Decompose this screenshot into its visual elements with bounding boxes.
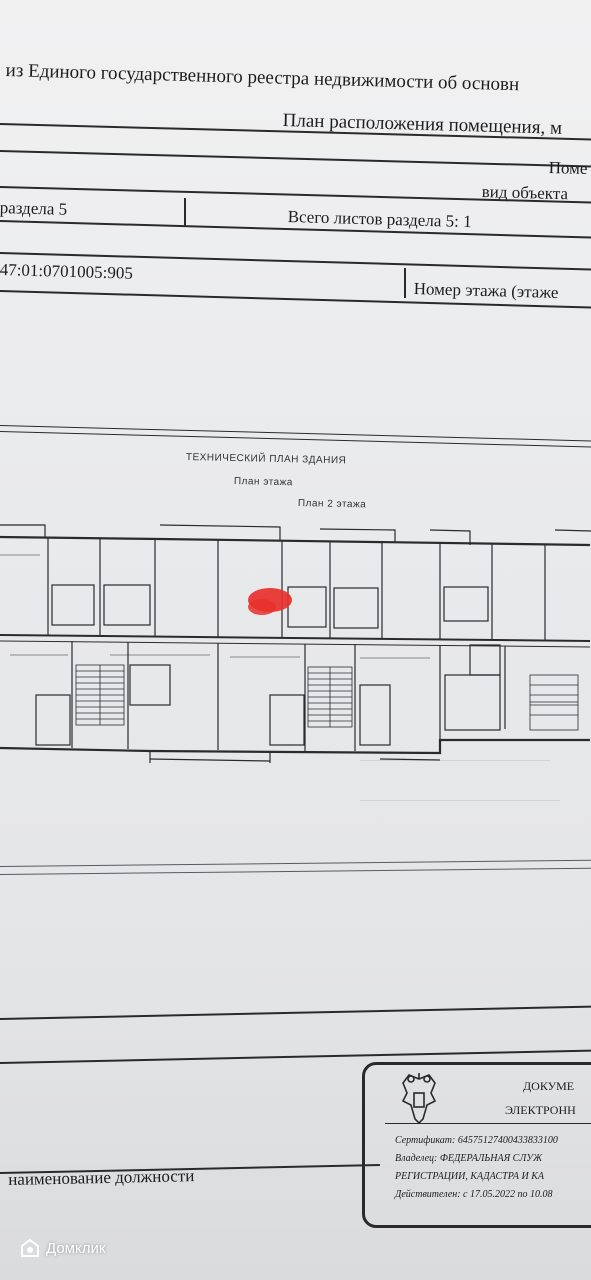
table-line [0,150,591,168]
table-line [0,1005,591,1020]
stamp-certificate: Сертификат: 64575127400433833100 [395,1135,558,1146]
section-label: раздела 5 [0,198,68,219]
position-label: наименование должности [8,1166,195,1189]
plan-floor: План 2 этажа [297,498,367,511]
floor-number-label: Номер этажа (этаже [413,279,559,303]
extract-header: из Единого государственного реестра недв… [5,60,520,96]
stamp-subtitle: ЭЛЕКТРОНН [505,1103,576,1117]
watermark-brand: Домклик [46,1239,106,1257]
cadastral-number: 47:01:0701005:905 [0,260,134,283]
stamp-owner: Владелец: ФЕДЕРАЛЬНАЯ СЛУЖ [395,1153,543,1164]
stamp-divider [385,1123,591,1124]
header-cell-type: вид объекта [481,182,569,204]
frame-line [0,867,591,875]
table-divider [184,198,186,226]
signature-stamp: ДОКУМЕ ЭЛЕКТРОНН Сертификат: 64575127400… [362,1062,591,1228]
frame-line [0,859,591,867]
floor-plan [0,524,591,763]
plan-subtitle: План этажа [233,476,294,489]
coat-of-arms-icon [401,1073,437,1125]
plan-title: ТЕХНИЧЕСКИЙ ПЛАН ЗДАНИЯ [185,452,347,467]
stamp-title: ДОКУМЕ [523,1079,575,1093]
stamp-registry: РЕГИСТРАЦИИ, КАДАСТРА И КА [395,1171,545,1182]
table-divider [404,268,406,298]
domclick-watermark: Домклик [20,1238,105,1258]
domclick-logo-icon [21,1238,39,1257]
header-cell-object: Поме [548,158,588,179]
stamp-valid: Действителен: с 17.05.2022 по 10.08 [395,1189,553,1200]
